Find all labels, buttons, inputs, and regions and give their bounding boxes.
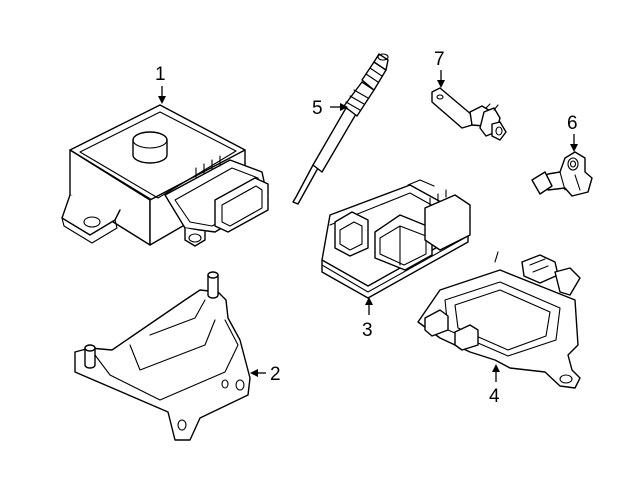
bracket-sensor-part[interactable] [431,87,507,141]
control-module-part[interactable] [321,179,471,299]
callout-number-1: 1 [155,64,166,85]
callout-number-5: 5 [312,98,323,119]
callout-number-6: 6 [567,113,578,134]
callout-number-4: 4 [489,386,500,407]
callout-2: 2 [250,364,281,385]
module-with-bracket-part[interactable] [417,251,581,389]
sensor-part[interactable] [531,151,593,197]
callout-number-7: 7 [434,49,445,70]
callout-4: 4 [489,364,500,407]
callout-3: 3 [362,297,373,341]
callout-number-3: 3 [362,320,373,341]
callout-7: 7 [434,49,445,88]
callout-number-2: 2 [270,364,281,385]
glow-plug-module-part[interactable] [61,104,269,247]
mounting-bracket-part[interactable] [74,271,251,441]
callout-5: 5 [312,98,348,119]
callout-1: 1 [155,64,166,104]
callout-6: 6 [567,113,578,152]
glow-plug-part[interactable] [292,53,389,205]
